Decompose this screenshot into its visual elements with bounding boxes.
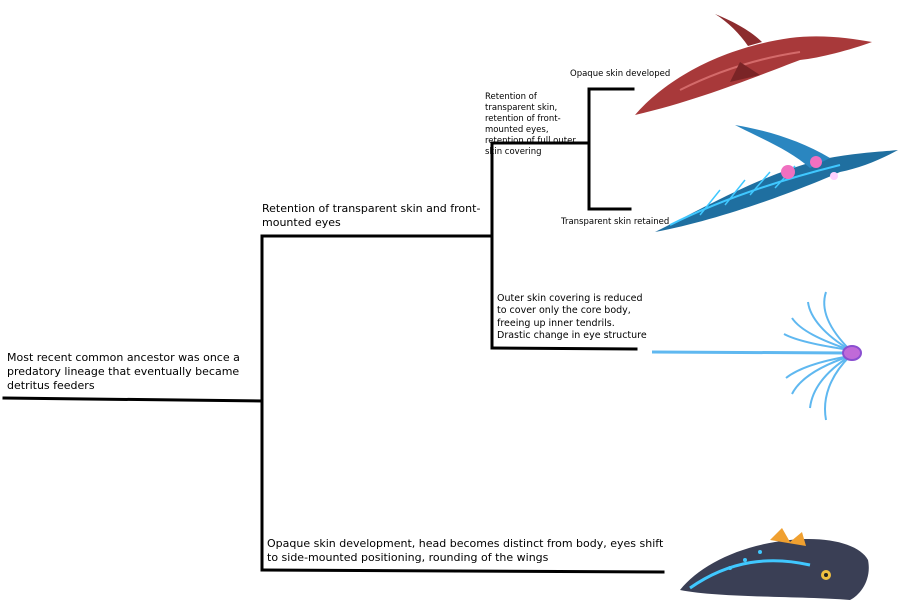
leaf-transparent-label: Transparent skin retained xyxy=(561,217,670,227)
glowing-blue-ray-creature xyxy=(655,125,898,232)
dark-ray-creature xyxy=(680,528,869,600)
mid-lower-label: Outer skin covering is reduced to cover … xyxy=(497,293,647,342)
tendril-creature xyxy=(651,291,862,421)
mid-lower-branch xyxy=(490,346,638,351)
red-ray-creature xyxy=(635,14,872,115)
mid-upper-label: Retention of transparent skin, retention… xyxy=(485,92,576,158)
lower-branch-label: Opaque skin development, head becomes di… xyxy=(267,537,664,564)
root-label: Most recent common ancestor was once a p… xyxy=(7,351,240,392)
lower-branch xyxy=(260,568,665,574)
upper-branch-label: Retention of transparent skin and front-… xyxy=(262,202,481,229)
root-branch xyxy=(2,396,264,403)
leaf-opaque-label: Opaque skin developed xyxy=(570,69,671,79)
